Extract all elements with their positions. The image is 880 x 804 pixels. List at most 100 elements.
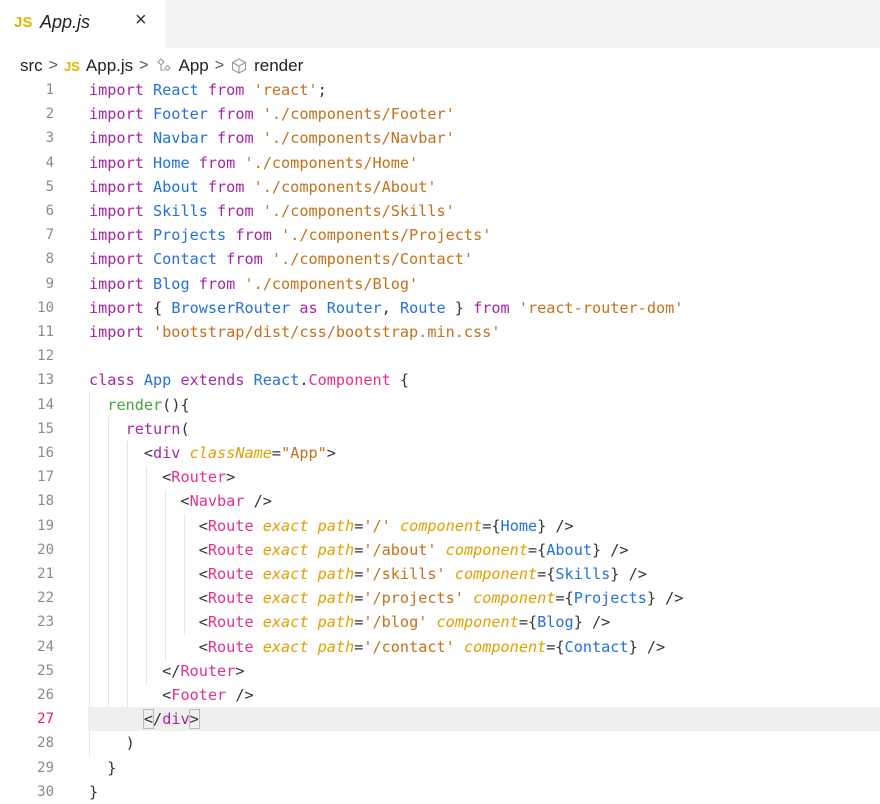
code-line[interactable]: 17 <Router> — [0, 465, 880, 489]
code-line[interactable]: 18 <Navbar /> — [0, 489, 880, 513]
code-token — [254, 589, 263, 607]
code-line[interactable]: 12 — [0, 344, 880, 368]
code-token: About — [153, 177, 199, 196]
code-token: < — [89, 516, 208, 535]
code-token: Blog — [537, 613, 574, 632]
code-token: < — [89, 565, 208, 583]
code-line[interactable]: 28 ) — [0, 731, 880, 755]
code-text: <Route exact path='/about' component={Ab… — [89, 538, 629, 562]
code-token: Router — [326, 298, 382, 317]
code-line[interactable]: 14 render(){ — [0, 393, 880, 417]
code-text: <Route exact path='/contact' component={… — [89, 635, 665, 659]
code-token: '/contact' — [363, 637, 455, 656]
code-token: , — [381, 298, 400, 317]
code-token: React — [253, 371, 300, 390]
code-token: < — [89, 444, 154, 462]
line-number: 9 — [45, 275, 54, 292]
code-token: path — [317, 589, 355, 608]
code-token: './components/Blog' — [244, 274, 419, 293]
code-text: </Router> — [89, 659, 244, 683]
code-token: './components/Navbar' — [262, 129, 455, 148]
code-line[interactable]: 26 <Footer /> — [0, 683, 880, 707]
code-token — [89, 396, 107, 414]
code-text: <Footer /> — [89, 683, 253, 707]
line-number: 6 — [45, 203, 54, 219]
line-number: 30 — [37, 783, 54, 800]
code-token: Navbar — [153, 129, 208, 148]
code-text: <Route exact path='/projects' component=… — [89, 586, 684, 610]
code-token: </ — [89, 661, 181, 680]
class-icon — [156, 58, 171, 72]
code-token: > — [188, 709, 200, 730]
code-token: Route — [207, 516, 254, 535]
code-token: from — [207, 105, 263, 124]
code-text: import About from './components/About' — [89, 175, 436, 199]
breadcrumb-render[interactable]: render — [254, 56, 304, 75]
code-line[interactable]: 19 <Route exact path='/' component={Home… — [0, 514, 880, 538]
line-number: 3 — [45, 130, 54, 147]
code-token: from — [473, 298, 519, 317]
code-token: Route — [207, 540, 254, 559]
breadcrumb-app[interactable]: App — [178, 56, 209, 75]
code-line[interactable]: 20 <Route exact path='/about' component=… — [0, 538, 880, 562]
code-line[interactable]: 27 </div> — [0, 707, 880, 732]
code-text: import Projects from './components/Proje… — [89, 223, 491, 247]
breadcrumb-app-js[interactable]: App.js — [85, 56, 134, 75]
line-number: 21 — [37, 566, 54, 582]
code-token: '/blog' — [363, 613, 428, 632]
tab-app-js[interactable]: JS App.js × — [0, 0, 165, 48]
code-token — [180, 444, 189, 462]
breadcrumb: src > JS App.js > App > render — [20, 54, 303, 78]
line-number: 14 — [37, 396, 54, 413]
code-token — [254, 541, 263, 559]
code-line[interactable]: 22 <Route exact path='/projects' compone… — [0, 586, 880, 610]
line-number: 15 — [37, 420, 54, 437]
code-line[interactable]: 21 <Route exact path='/skills' component… — [0, 562, 880, 586]
code-token: ; — [317, 81, 327, 99]
code-token: } /> — [591, 540, 629, 559]
code-token: component — [463, 637, 547, 656]
code-token: ={ — [546, 637, 565, 656]
code-line[interactable]: 23 <Route exact path='/blog' component={… — [0, 610, 880, 634]
code-token: exact — [262, 565, 309, 583]
line-number: 29 — [37, 759, 54, 776]
code-token: from — [207, 129, 263, 148]
code-token: > — [235, 661, 245, 680]
code-text: <Route exact path='/skills' component={S… — [89, 562, 647, 586]
code-line[interactable]: 24 <Route exact path='/contact' componen… — [0, 635, 880, 659]
code-line[interactable]: 25 </Router> — [0, 659, 880, 683]
code-token: '/projects' — [363, 589, 464, 608]
code-token: class — [89, 371, 144, 390]
code-token: Skills — [153, 202, 208, 220]
code-token: < — [89, 540, 208, 559]
code-token: About — [546, 540, 592, 559]
code-line[interactable]: 15 return( — [0, 417, 880, 441]
tab-title: App.js — [40, 12, 91, 32]
code-token — [254, 565, 263, 583]
line-number: 17 — [37, 469, 54, 486]
code-token: './components/Projects' — [281, 226, 492, 245]
code-text: <div className="App"> — [89, 441, 336, 465]
close-icon[interactable]: × — [135, 9, 147, 31]
code-token: = — [354, 613, 364, 632]
breadcrumb-src[interactable]: src — [20, 56, 43, 75]
code-line[interactable]: 29 } — [0, 756, 880, 780]
code-line[interactable]: 16 <div className="App"> — [0, 441, 880, 465]
code-token — [254, 613, 263, 631]
code-line[interactable]: 30} — [0, 780, 880, 804]
line-number: 22 — [37, 590, 54, 607]
line-number: 27 — [37, 711, 54, 728]
indent-guide — [184, 514, 185, 635]
